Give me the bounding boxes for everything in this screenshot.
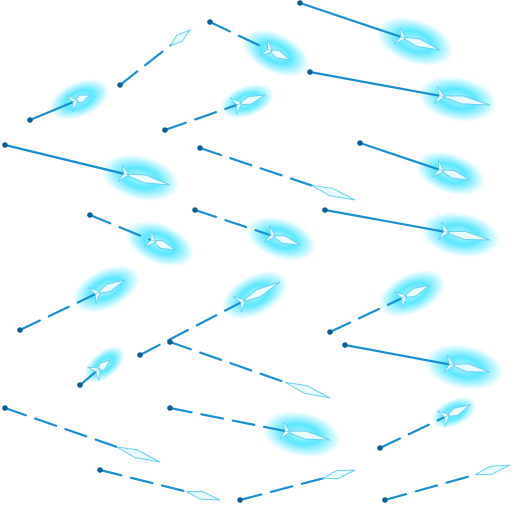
spear-crystal-head (320, 469, 356, 479)
ice-spear-sprite (167, 405, 341, 458)
spear-ice-shard (393, 36, 407, 45)
ice-spear-sprite (382, 464, 511, 503)
spear-pommel (162, 127, 168, 133)
spear-ice-shard (117, 173, 130, 182)
spear-pommel (27, 117, 33, 123)
spear-pommel (167, 339, 173, 345)
spear-ice-shard (444, 414, 451, 428)
ice-spear-sprite (197, 145, 356, 201)
spear-pommel (307, 69, 313, 75)
ice-spear-sprite (27, 79, 110, 123)
spear-pommel (322, 207, 328, 213)
ice-spear-sprite (307, 69, 498, 122)
ice-spear-sprite (77, 346, 125, 388)
spear-pommel (2, 142, 8, 148)
spear-ice-shard (437, 231, 450, 241)
spear-pommel (17, 327, 23, 333)
spear-crystal-head (116, 446, 161, 463)
spear-shaft (198, 146, 338, 195)
spear-ice-shard (72, 99, 79, 112)
spear-pommel (357, 140, 363, 146)
ice-spear-sprite (237, 469, 356, 503)
spear-pommel (297, 0, 303, 6)
spear-shaft (98, 468, 207, 498)
spear-pommel (97, 467, 103, 473)
spear-ice-shard (433, 95, 446, 105)
spear-crystal-head (474, 464, 511, 476)
spear-pommel (167, 405, 173, 411)
ice-spear-sprite (377, 396, 477, 451)
spear-pommel (77, 382, 83, 388)
spear-ice-shard (259, 48, 274, 57)
spear-pommel (327, 329, 333, 335)
spear-ice-shard (279, 430, 292, 440)
spear-pommel (117, 82, 123, 88)
ice-spear-sprite (192, 207, 316, 261)
spear-pommel (377, 445, 383, 451)
spear-pommel (137, 352, 143, 358)
ice-spear-sprite (342, 342, 504, 390)
ice-spear-sprite (322, 207, 500, 258)
spear-crystal-head (169, 28, 192, 47)
spear-ice-shard (401, 295, 408, 309)
spear-ice-shard (263, 234, 277, 243)
spear-pommel (192, 207, 198, 213)
ice-spear-sprite (2, 142, 180, 202)
ice-spear-sprite (162, 84, 274, 133)
spear-pommel (207, 19, 213, 25)
spear-ice-shard (235, 102, 243, 115)
spear-shaft (3, 406, 143, 457)
spear-pommel (87, 212, 93, 218)
spear-crystal-head (186, 490, 221, 501)
spear-ice-shard (240, 299, 246, 313)
spear-ice-shard (443, 363, 456, 373)
spear-shaft (238, 472, 343, 502)
spear-pommel (197, 145, 203, 151)
ice-spear-sprite (97, 467, 221, 501)
ice-spear-sprite (357, 140, 485, 196)
ice-spear-sprite (87, 212, 194, 267)
spear-crystal-head (284, 381, 331, 399)
spear-pommel (342, 342, 348, 348)
spear-ice-shard (95, 367, 101, 382)
ice-spear-sprite (2, 405, 161, 463)
ice-spear-sprite (207, 19, 310, 77)
ice-spear-sprite (17, 265, 140, 333)
spear-crystal-head (311, 184, 356, 201)
spear-shaft (168, 406, 312, 438)
ice-spear-sprite (167, 339, 331, 399)
spear-ice-shard (143, 239, 157, 248)
ice-spear-sprite (297, 0, 454, 66)
spear-ice-shard (432, 169, 445, 178)
ice-spear-sprite (117, 28, 192, 88)
spear-pommel (2, 405, 8, 411)
ice-spear-sprite (137, 270, 289, 358)
spear-pommel (237, 497, 243, 503)
spear-ice-shard (95, 291, 101, 304)
spear-pommel (382, 497, 388, 503)
spear-shaft (168, 340, 312, 393)
ice-spear-sprite (327, 269, 446, 335)
